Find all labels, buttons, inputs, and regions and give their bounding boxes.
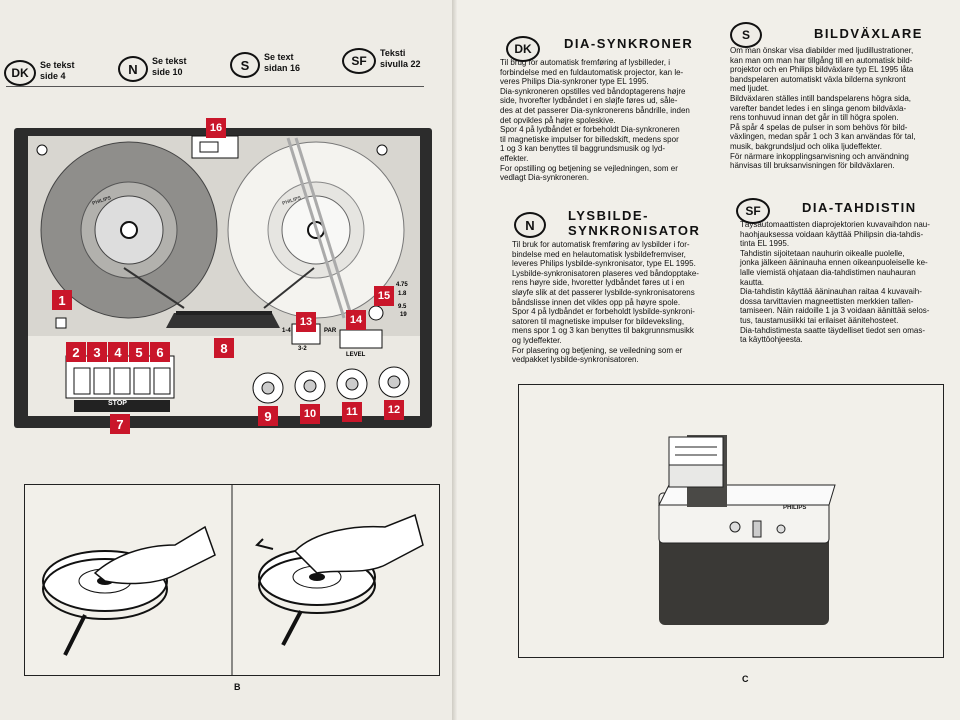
section-title-dk: DIA-SYNKRONER bbox=[564, 36, 694, 51]
section-body-s: Om man önskar visa diabilder med ljudill… bbox=[730, 46, 916, 171]
callout-6: 6 bbox=[150, 342, 170, 362]
lang-badge-s: S bbox=[230, 52, 260, 78]
callout-1: 1 bbox=[52, 290, 72, 310]
lang-badge-dk: DK bbox=[4, 60, 36, 86]
dia-synchroniser-drawing bbox=[658, 435, 836, 625]
callout-7: 7 bbox=[110, 414, 130, 434]
channel-32-label: 3-2 bbox=[298, 346, 307, 352]
callout-16: 16 bbox=[206, 118, 226, 138]
lang-badge-sf: SF bbox=[342, 48, 376, 74]
speed-label-bottom: 9.5 bbox=[398, 304, 407, 310]
section-body-sf: Täysautomaattisten diaprojektorien kuvav… bbox=[740, 220, 930, 345]
section-body-n: Til bruk for automatisk fremføring av ly… bbox=[512, 240, 699, 365]
lang-badge-dk-right: DK bbox=[506, 36, 540, 62]
reel-handling-drawing bbox=[42, 485, 424, 675]
channel-14-label: 1-4 bbox=[282, 328, 291, 334]
par-label: PAR bbox=[324, 328, 337, 334]
callout-9: 9 bbox=[258, 406, 278, 426]
lang-ref-n: Se tekst side 10 bbox=[152, 56, 187, 77]
device-brand-label: PHILIPS bbox=[783, 505, 807, 511]
reel-handling-illustration bbox=[24, 484, 440, 676]
header-rule bbox=[6, 86, 424, 87]
section-body-dk: Til brug for automatisk fremføring af ly… bbox=[500, 58, 690, 183]
section-title-n: LYSBILDE- SYNKRONISATOR bbox=[568, 208, 701, 238]
tape-recorder-diagram: PHILIPS PHILIPS STOP 1-4 PAR 3-2 LEVEL 4… bbox=[8, 118, 436, 434]
lang-badge-n-right: N bbox=[514, 212, 546, 238]
lang-badge-s-right: S bbox=[730, 22, 762, 48]
callout-11: 11 bbox=[342, 402, 362, 422]
lang-badge-sf-right: SF bbox=[736, 198, 770, 224]
level-label: LEVEL bbox=[346, 352, 366, 358]
callout-14: 14 bbox=[346, 310, 366, 330]
section-title-s: BILDVÄXLARE bbox=[814, 26, 923, 41]
callout-10: 10 bbox=[300, 404, 320, 424]
lang-ref-sf: Teksti sivulla 22 bbox=[380, 48, 421, 69]
callout-15: 15 bbox=[374, 286, 394, 306]
callout-2: 2 bbox=[66, 342, 86, 362]
speed-label-mid: 1.8 bbox=[398, 291, 407, 297]
lang-ref-dk: Se tekst side 4 bbox=[40, 60, 75, 81]
speed-label-bottom-2: 19 bbox=[400, 312, 407, 318]
page-letter-b: B bbox=[234, 682, 241, 692]
callout-3: 3 bbox=[87, 342, 107, 362]
dia-synchroniser-illustration: PHILIPS bbox=[518, 384, 944, 658]
callout-13: 13 bbox=[296, 312, 316, 332]
callout-5: 5 bbox=[129, 342, 149, 362]
stop-label: STOP bbox=[108, 400, 127, 407]
tape-recorder-drawing bbox=[8, 128, 432, 428]
lang-ref-s: Se text sidan 16 bbox=[264, 52, 301, 73]
callout-12: 12 bbox=[384, 400, 404, 420]
callout-4: 4 bbox=[108, 342, 128, 362]
left-page: DK Se tekst side 4 N Se tekst side 10 S … bbox=[0, 0, 458, 720]
callout-8: 8 bbox=[214, 338, 234, 358]
lang-badge-n: N bbox=[118, 56, 148, 82]
right-page: DK DIA-SYNKRONER Til brug for automatisk… bbox=[458, 0, 960, 720]
section-title-sf: DIA-TAHDISTIN bbox=[802, 200, 917, 215]
speed-label-top: 4.75 bbox=[396, 282, 408, 288]
page-letter-c: C bbox=[742, 674, 749, 684]
